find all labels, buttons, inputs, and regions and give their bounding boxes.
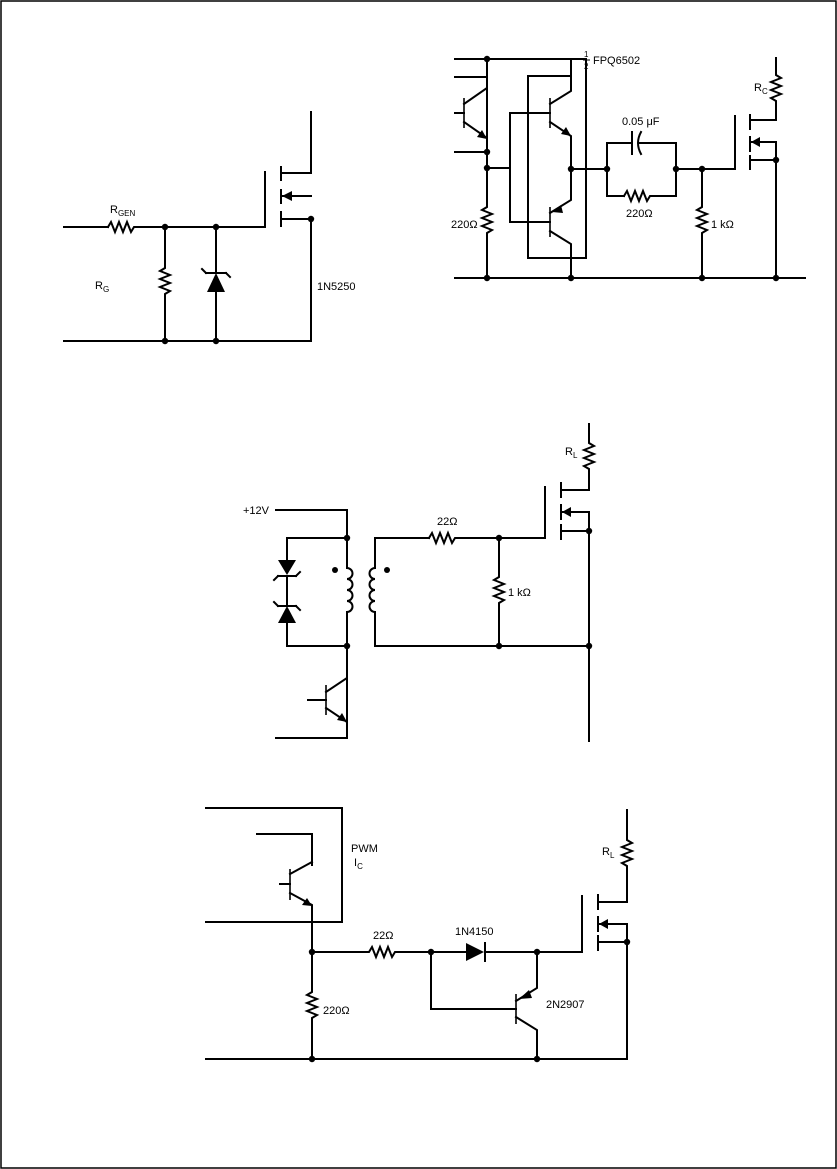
zener-part-label: 1N5250: [317, 281, 356, 293]
ic-label: IC: [354, 857, 363, 871]
mosfet-symbol: [749, 57, 784, 279]
base-resistor-label: 220Ω: [451, 219, 478, 231]
circuit-d-pwm-pnp-turnoff: PWM IC 22Ω 1N4150 2N2907 220Ω RL: [205, 807, 635, 1063]
rgen-label: RGEN: [110, 204, 136, 218]
mosfet-symbol: [264, 111, 312, 342]
pwm-output-transistor: [256, 833, 314, 953]
series-resistor-label: 22Ω: [437, 516, 457, 528]
gate-resistor-label: 1 kΩ: [711, 219, 734, 231]
transformer-secondary: [368, 537, 430, 647]
rg-label: RG: [95, 280, 109, 294]
series-resistor-22: [427, 486, 546, 546]
gate-resistor-label: 1 kΩ: [508, 587, 531, 599]
circuit-b-totem-pole-driver: 1 2 FPQ6502 0.05 μF 220Ω 220Ω 1 kΩ RC: [451, 50, 806, 282]
transistor-label: 2N2907: [546, 999, 585, 1011]
rl-label: RL: [565, 446, 578, 460]
rc-label: RC: [754, 82, 768, 96]
clamp-zener-lower: [272, 600, 302, 623]
feedback-resistor-label: 220Ω: [626, 208, 653, 220]
diode-1n4150: [466, 895, 583, 962]
pwm-ic-box: [205, 807, 343, 923]
pnp-transistor-2n2907: [514, 951, 538, 1060]
zener-diode-symbol: [200, 226, 232, 342]
diode-label: 1N4150: [455, 926, 494, 938]
driver-transistor-symbol: [454, 58, 488, 153]
svg-text:FPQ6502: FPQ6502: [593, 55, 640, 67]
gate-resistor-1k: [694, 168, 710, 279]
mosfet-symbol: [597, 809, 635, 1060]
rgen-resistor: [106, 219, 266, 235]
supply-label: +12V: [243, 505, 270, 517]
driver-transistor-symbol: [307, 645, 348, 739]
mosfet-symbol: [560, 423, 597, 742]
circuit-c-transformer-gate-drive: +12V 22Ω 1 kΩ RL: [243, 423, 597, 742]
circuit-a-gate-drive-zener-clamp: RGEN RG 1N5250: [63, 111, 356, 345]
rl-label: RL: [602, 846, 615, 860]
rg-resistor: [157, 226, 173, 342]
pulldown-resistor-220: [304, 951, 320, 1060]
svg-text:1: 1: [584, 50, 589, 59]
series-resistor-22: [311, 944, 466, 960]
pwm-label: PWM: [351, 843, 378, 855]
gate-resistor-1k: [491, 537, 507, 647]
fpq6502-ic: [486, 58, 587, 279]
base-resistor-220: [479, 167, 495, 279]
series-resistor-label: 22Ω: [373, 930, 393, 942]
pulldown-resistor-label: 220Ω: [323, 1005, 350, 1017]
ic-part-label: 1 2 FPQ6502: [583, 50, 640, 71]
cap-label: 0.05 μF: [622, 116, 660, 128]
cap-resistor-network: [606, 130, 677, 204]
svg-text:2: 2: [584, 62, 589, 71]
